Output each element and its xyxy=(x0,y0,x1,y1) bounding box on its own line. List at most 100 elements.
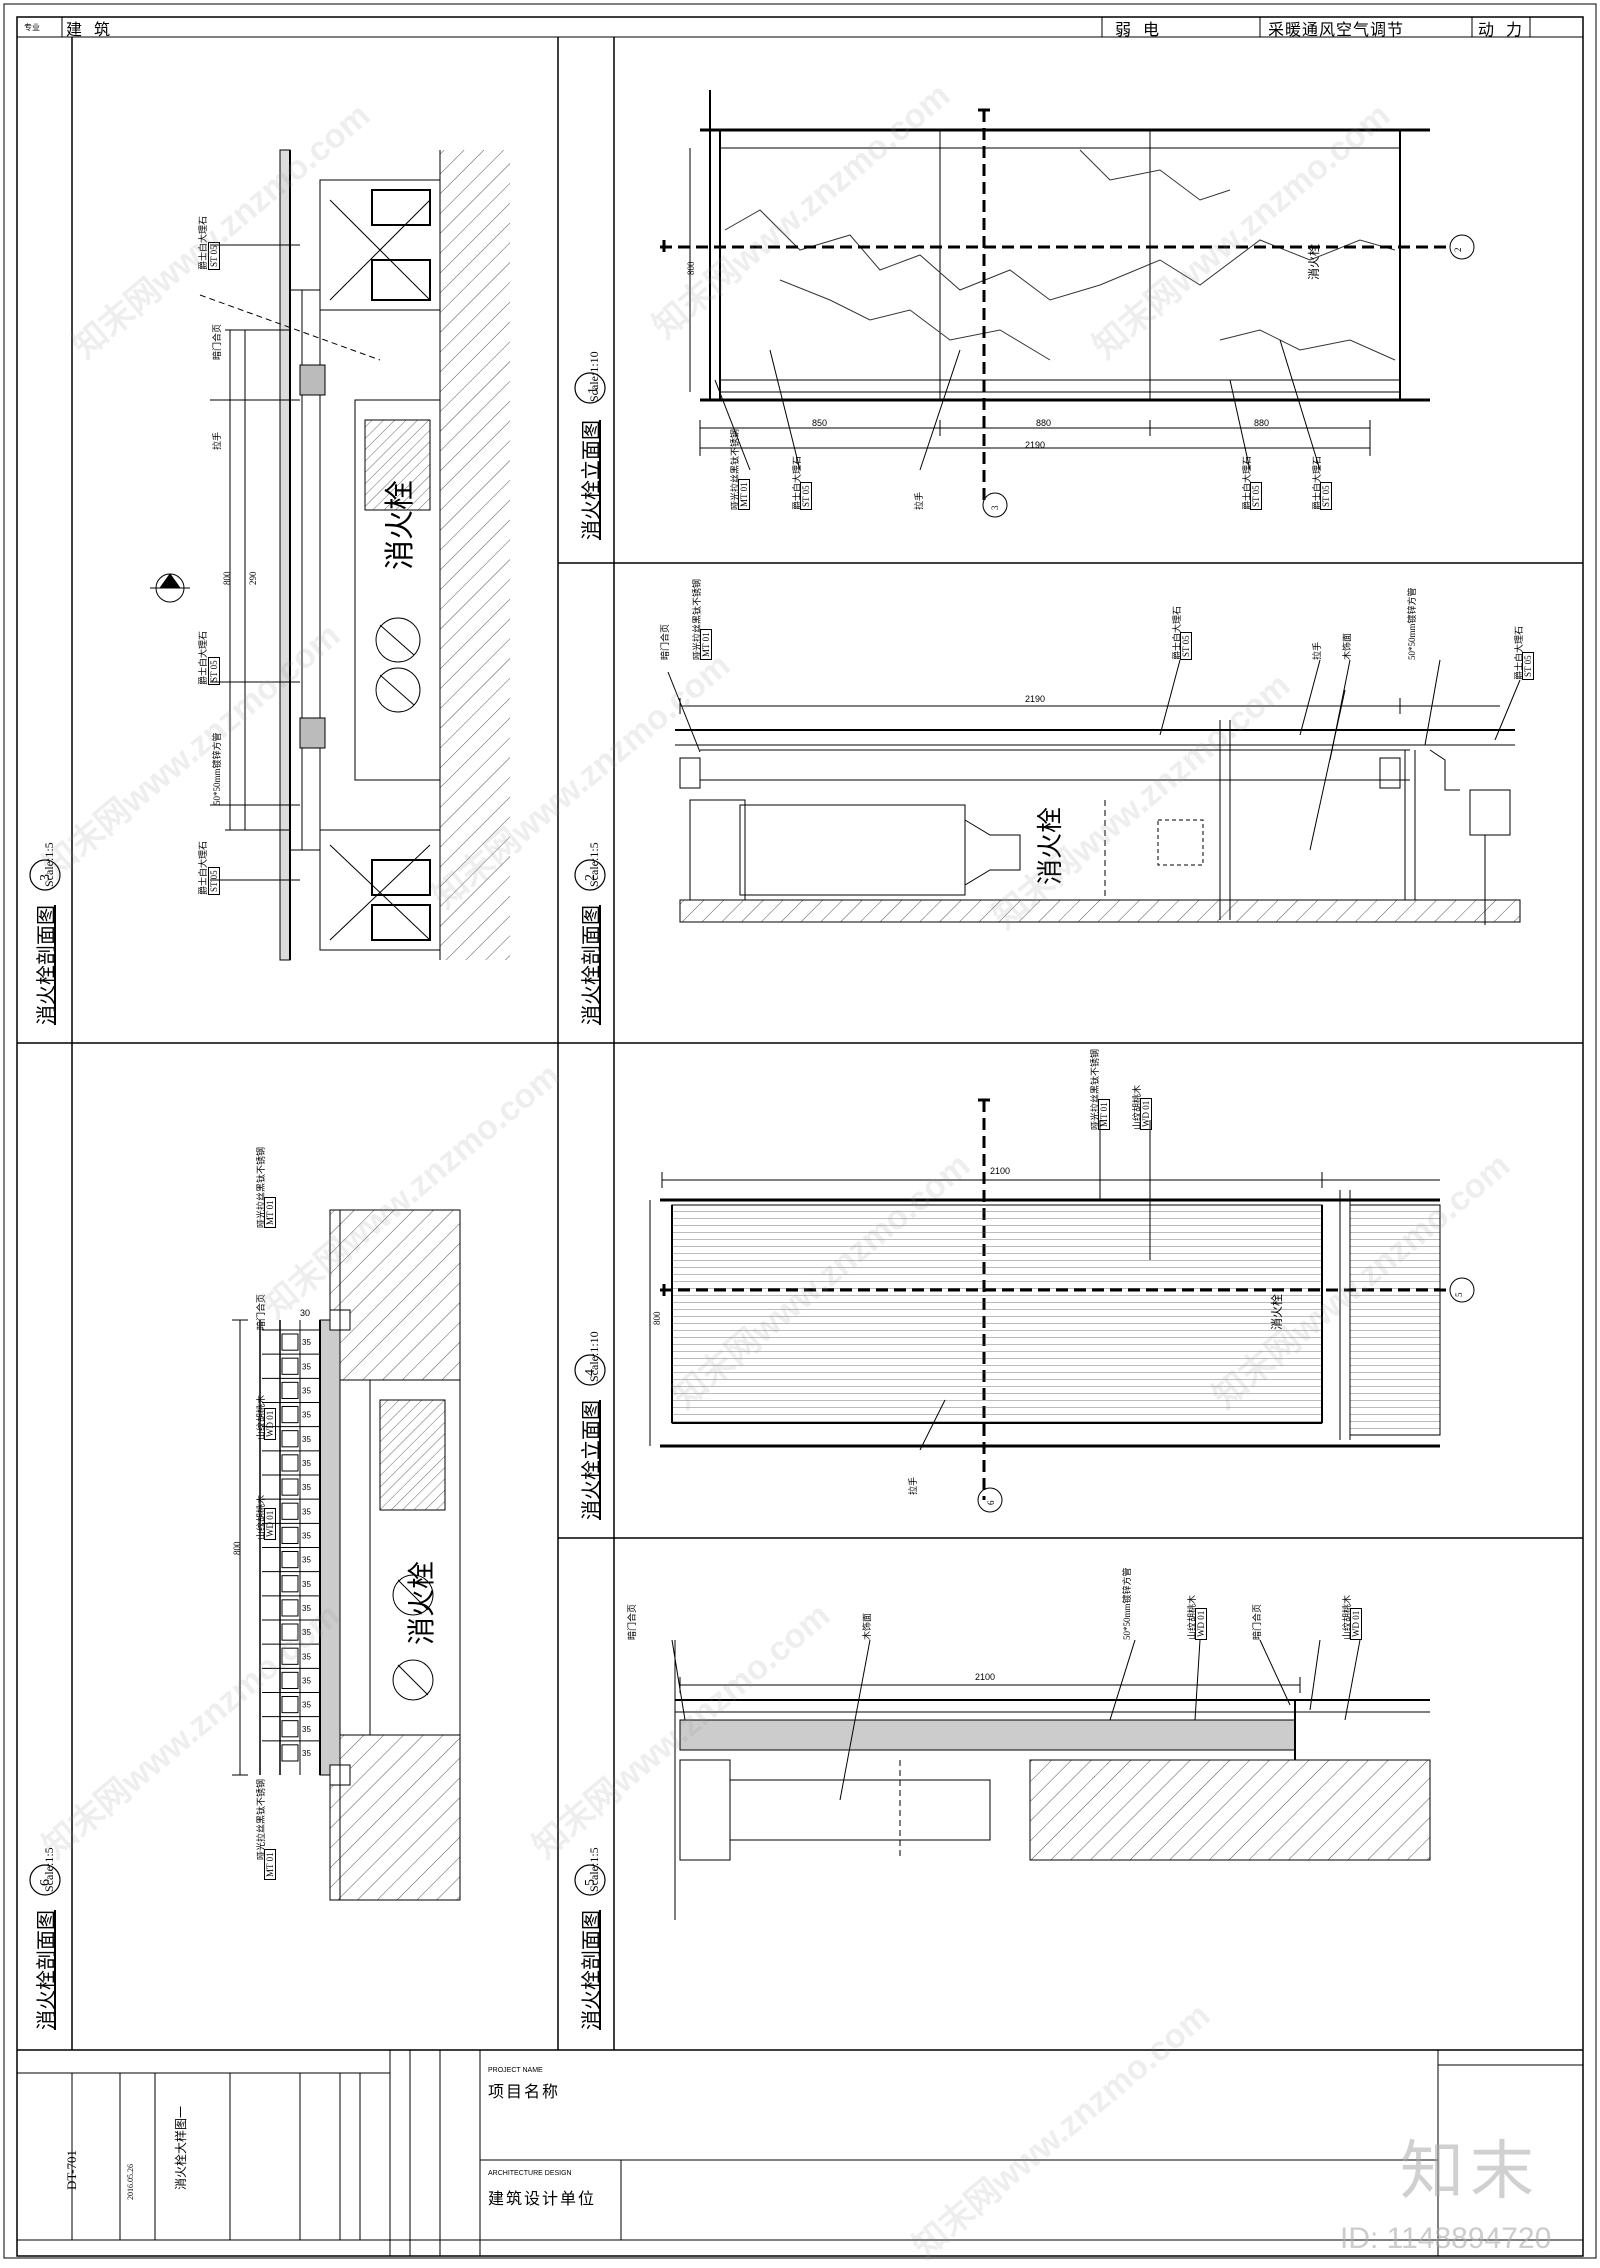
view-2-hydrant-label: 消火栓 xyxy=(1036,806,1065,885)
drawing-date: 2016.05.26 xyxy=(126,2164,135,2200)
project-name: 项目名称 xyxy=(488,2084,561,2101)
view-6-slat-dim: 35 xyxy=(302,1411,311,1420)
view-6-callout-mt-bot: MT 01 xyxy=(264,1849,276,1880)
view-1-mirror-steel: 哑光拉丝黑钛不锈钢 xyxy=(730,428,740,510)
view-5-title-block: 消火栓剖面图 Scale:1:5 xyxy=(575,1847,604,2030)
view-2-veneer: 木饰面 xyxy=(1342,632,1352,660)
view-6-hinge: 暗门合页 xyxy=(256,1293,266,1330)
view-6-slat-dim: 35 xyxy=(302,1628,311,1637)
view-5-title: 消火栓剖面图 xyxy=(581,1910,603,2030)
view-4-handle: 拉手 xyxy=(908,1476,918,1495)
view-3-number: 3 xyxy=(38,874,53,881)
view-6-slat-dim: 35 xyxy=(302,1749,311,1758)
view-6-slat-dim: 35 xyxy=(302,1580,311,1589)
view-3-title-block: 消火栓剖面图 Scale:1:5 xyxy=(30,842,59,1025)
view-1-drawing xyxy=(660,90,1475,518)
view-5-wood: 山纹胡桃木 xyxy=(1187,1594,1197,1640)
view-4-dim-800: 800 xyxy=(652,1311,662,1326)
view-6-slat xyxy=(281,1454,299,1472)
view-1-stone-c: 爵士白大理石 xyxy=(1312,455,1322,510)
view-6-title: 消火栓剖面图 xyxy=(36,1910,58,2030)
view-6-slat-dim: 35 xyxy=(302,1676,311,1685)
view-6-slat-dim: 35 xyxy=(302,1459,311,1468)
view-1-hydrant-label: 消火栓 xyxy=(1307,243,1321,280)
view-6-slat-dim: 35 xyxy=(302,1338,311,1347)
view-3-callout-st-bot: ST 05 xyxy=(208,867,220,895)
view-4-title: 消火栓立面图 xyxy=(581,1400,603,1520)
header-code: 专业 xyxy=(24,23,40,32)
view-3-hydrant-label: 消火栓 xyxy=(384,480,417,570)
view-6-slat-dim: 35 xyxy=(302,1556,311,1565)
view-6-slat xyxy=(281,1430,299,1448)
view-3-handle: 拉手 xyxy=(212,431,222,450)
view-6-hydrant-label: 消火栓 xyxy=(407,1560,438,1645)
view-2-number: 2 xyxy=(583,874,598,881)
view-5-dim-2100: 2100 xyxy=(975,1672,996,1682)
drawing-title: 消火栓大样图一 xyxy=(174,2105,188,2190)
view-6-slat-dim: 35 xyxy=(302,1604,311,1613)
header-row xyxy=(17,17,1583,38)
view-6-slat xyxy=(281,1406,299,1424)
view-3-title: 消火栓剖面图 xyxy=(36,905,58,1025)
view-1-stone-b: 爵士白大理石 xyxy=(1242,455,1252,510)
view-6-slat xyxy=(281,1502,299,1520)
view-1-scale: Scale:1:10 xyxy=(587,351,601,402)
view-6-slat xyxy=(281,1671,299,1690)
view-4-wood: 山纹胡桃木 xyxy=(1132,1084,1142,1130)
view-6-slat xyxy=(281,1575,299,1593)
view-6-slat xyxy=(281,1478,299,1496)
view-6-slat xyxy=(281,1744,299,1762)
inner-border xyxy=(16,16,1584,2257)
view-1-handle: 拉手 xyxy=(914,491,924,510)
view-2-frame: 50*50mm镀锌方管 xyxy=(1407,587,1417,660)
view-3-stone-mid: 爵士白大理石 xyxy=(198,630,208,685)
view-4-number: 4 xyxy=(583,1369,598,1376)
title-block-grid xyxy=(17,2050,1583,2256)
view-6-wood-b: 山纹胡桃木 xyxy=(256,1494,266,1540)
view-1-dim-2190: 2190 xyxy=(1025,440,1046,450)
view-6-slat-dim: 35 xyxy=(302,1483,311,1492)
outer-border xyxy=(3,3,1597,2259)
view-6-slat xyxy=(281,1696,299,1714)
watermark-id: ID: 1148894720 xyxy=(1340,2222,1552,2255)
view-6-drawing xyxy=(232,1209,461,1901)
view-6-slat xyxy=(281,1647,299,1665)
view-1-dim-880-a: 880 xyxy=(1036,418,1052,428)
view-4-title-block: 消火栓立面图 Scale:1:10 xyxy=(575,1331,604,1520)
design-en: ARCHITECTURE DESIGN xyxy=(488,2170,572,2177)
view-2-title-block: 消火栓剖面图 Scale:1:5 xyxy=(575,842,604,1025)
view-1-title: 消火栓立面图 xyxy=(581,420,603,540)
view-6-slat-dim: 35 xyxy=(302,1435,311,1444)
view-3-stone-bot: 爵士白大理石 xyxy=(198,840,208,895)
view-3-callout-st-mid: ST 05 xyxy=(208,657,220,685)
view-3-frame: 50*50mm镀锌方管 xyxy=(212,732,222,805)
view-6-slat xyxy=(281,1623,299,1641)
header-power: 动 力 xyxy=(1478,22,1527,39)
view-6-slat xyxy=(281,1357,299,1375)
view-5-hinge-a: 暗门合页 xyxy=(627,1603,637,1640)
project-name-en: PROJECT NAME xyxy=(488,2067,543,2074)
view-6-slat xyxy=(281,1720,299,1738)
view-2-stone-b: 爵士白大理石 xyxy=(1514,625,1524,680)
view-2-hinge: 暗门合页 xyxy=(660,623,670,660)
design-unit: 建筑设计单位 xyxy=(488,2191,597,2208)
view-3-dim-290: 290 xyxy=(248,571,258,586)
view-2-drawing xyxy=(667,659,1521,925)
view-1-dim-880-b: 880 xyxy=(1254,418,1270,428)
view-4-marker-5: 5 xyxy=(1454,1292,1464,1298)
view-6-slat xyxy=(281,1551,299,1569)
view-5-veneer: 木饰面 xyxy=(862,1612,872,1640)
frame-grid xyxy=(17,37,1583,2051)
view-6-mirror-steel-top: 哑光拉丝黑钛不锈钢 xyxy=(256,1146,266,1228)
view-3-dim-800: 800 xyxy=(222,571,232,586)
view-2-title: 消火栓剖面图 xyxy=(581,905,603,1025)
header-architecture: 建 筑 xyxy=(66,22,115,39)
view-3-drawing xyxy=(150,149,510,961)
view-6-dim-30: 30 xyxy=(300,1308,311,1318)
view-6-slat xyxy=(281,1381,299,1400)
view-4-marker-6: 6 xyxy=(986,1500,996,1506)
view-2-mirror-steel: 哑光拉丝黑钛不锈钢 xyxy=(692,578,702,660)
view-6-slat xyxy=(281,1333,299,1351)
